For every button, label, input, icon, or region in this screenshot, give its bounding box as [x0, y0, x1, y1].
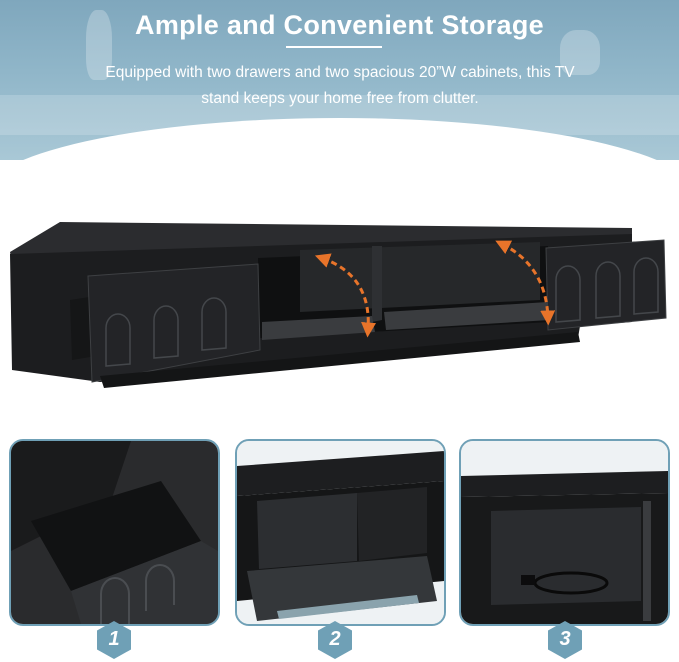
subtitle-line: Equipped with two drawers and two spacio… [105, 64, 575, 81]
header-banner [0, 0, 679, 160]
hexagon-icon [97, 621, 131, 659]
detail-panel-cabinet [235, 439, 446, 626]
hexagon-icon [548, 621, 582, 659]
background-vase [560, 30, 600, 75]
detail-panel-cable [459, 439, 670, 626]
hexagon-icon [318, 621, 352, 659]
page-title: Ample and Convenient Storage [135, 10, 544, 40]
left-drawer-front [87, 263, 261, 383]
title-divider [286, 46, 382, 48]
panel-number: 3 [559, 628, 571, 650]
drawer-detail-image [11, 441, 218, 624]
open-arrow-right [495, 240, 556, 326]
center-divider [372, 246, 382, 322]
background-vase [86, 10, 112, 80]
open-arrow-left [314, 253, 377, 338]
panel-number-badge: 1 [94, 620, 134, 660]
panel-number: 2 [329, 628, 341, 650]
subtitle-line: stand keeps your home free from clutter. [201, 90, 479, 107]
panel-number-badge: 2 [315, 620, 355, 660]
panel-number: 1 [108, 628, 120, 650]
panel-number-badge: 3 [545, 620, 585, 660]
tv-stand-illustration [10, 222, 667, 388]
cavity-back [300, 242, 540, 312]
stand-base [100, 332, 580, 388]
cabinet-detail-image [237, 441, 444, 624]
detail-panel-drawer [9, 439, 220, 626]
cable-detail-image [461, 441, 668, 624]
page-subtitle: Equipped with two drawers and two spacio… [40, 60, 640, 112]
